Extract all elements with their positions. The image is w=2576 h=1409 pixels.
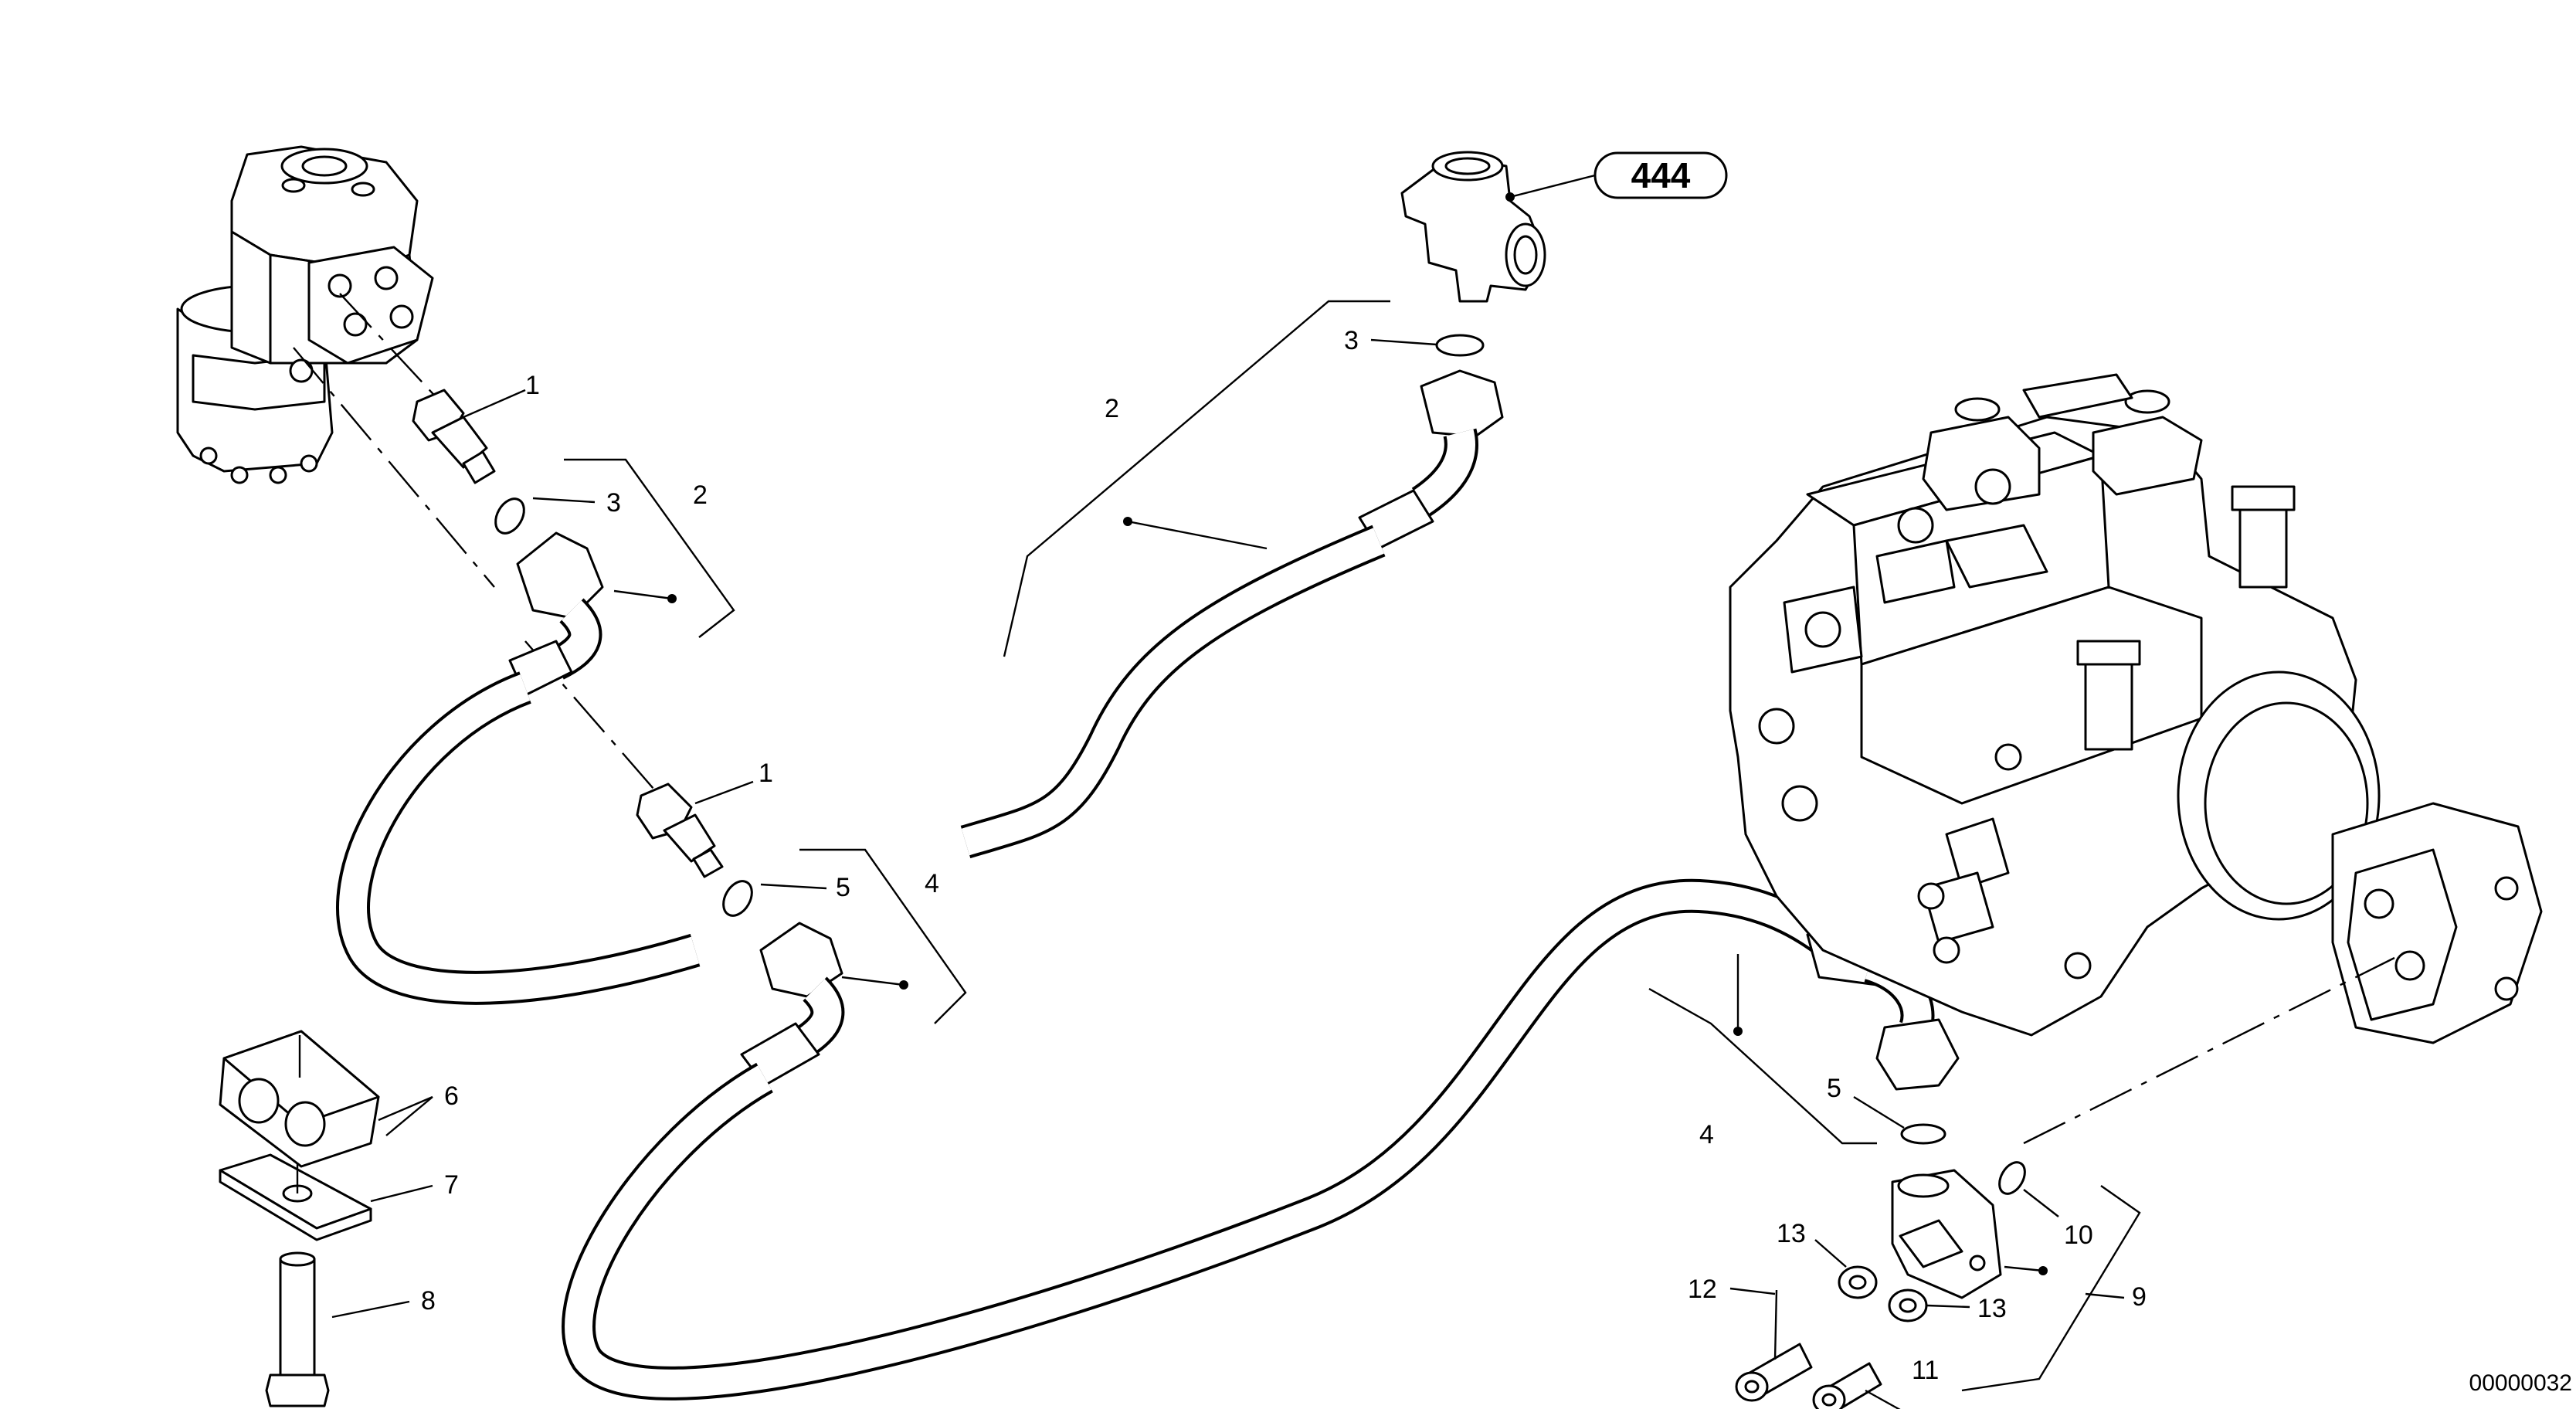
screw-left (1735, 1343, 1813, 1402)
fitting-lower (636, 783, 724, 878)
clamp-block (219, 1030, 380, 1168)
clamp-bolt (265, 1251, 330, 1407)
callout-5-right: 5 (1827, 1074, 1841, 1103)
callout-13-right: 13 (1977, 1294, 2007, 1323)
callout-4-right: 4 (1699, 1120, 1714, 1149)
document-number: 00000032 (2469, 1370, 2572, 1396)
callout-6: 6 (444, 1081, 459, 1111)
oring-lower (722, 880, 753, 917)
callout-3-upper: 3 (606, 488, 621, 518)
callout-3-top: 3 (1344, 326, 1359, 355)
reference-badge: 444 (1631, 155, 1691, 195)
callout-9: 9 (2132, 1282, 2147, 1312)
callout-1-lower: 1 (759, 759, 773, 788)
hose-steering (336, 531, 701, 1005)
callout-12: 12 (1688, 1275, 1717, 1304)
oring-top (1435, 334, 1485, 357)
fitting-upper (412, 389, 496, 484)
hose-long (562, 878, 1960, 1401)
clamp-plate (219, 1153, 372, 1241)
leader-lines (331, 300, 2141, 1409)
screw-right (1812, 1362, 1882, 1409)
callout-8: 8 (421, 1286, 436, 1316)
callout-7: 7 (444, 1170, 459, 1200)
oring-right (1900, 1123, 1946, 1145)
callout-5-lower: 5 (836, 873, 850, 902)
callout-13-left: 13 (1777, 1219, 1806, 1248)
centerline-steering-2 (339, 293, 441, 402)
callout-10: 10 (2064, 1221, 2093, 1250)
centerline-steering-1 (293, 347, 495, 588)
callout-2-top: 2 (1105, 394, 1119, 423)
oring-upper (494, 497, 525, 535)
flange-assembly (1891, 1169, 2002, 1299)
callout-11: 11 (1912, 1356, 1939, 1385)
centerline-pump (2023, 956, 2395, 1145)
hose-top (960, 369, 1504, 859)
callout-4-upper: 4 (925, 869, 939, 898)
steering-unit (176, 145, 434, 484)
tee-fitting (1400, 151, 1546, 303)
hydraulic-pump (1729, 373, 2543, 1044)
callout-2-steering: 2 (693, 480, 708, 510)
callout-1-upper: 1 (525, 371, 540, 400)
oring-flange (1998, 1161, 2026, 1195)
